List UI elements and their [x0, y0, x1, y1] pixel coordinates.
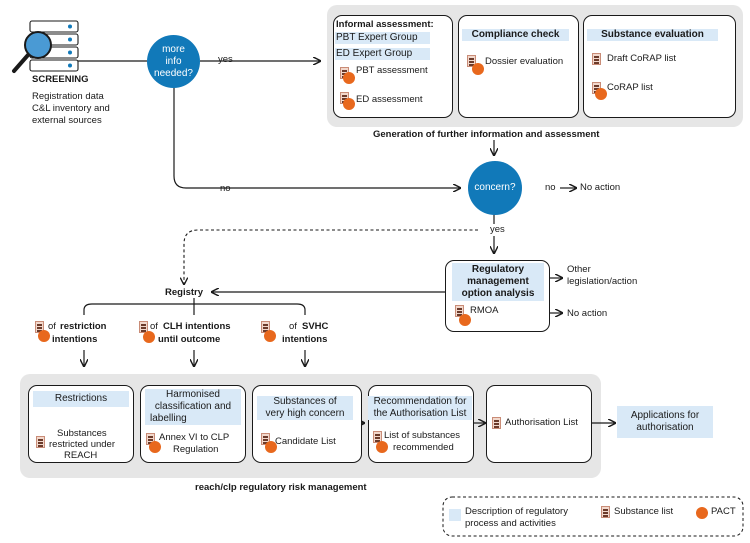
registry-3-of: of [289, 321, 297, 332]
rmoa-item: RMOA [470, 305, 499, 316]
registry-3-svhc: SVHC [302, 321, 329, 332]
svhc-title: Substances of very high concern [257, 396, 353, 420]
informal-assessment-title: Informal assessment: [336, 19, 434, 30]
decision1-line1: more [162, 43, 185, 55]
ed-expert-group-label: ED Expert Group [335, 48, 430, 60]
no-action-2: No action [567, 308, 608, 319]
decision1-line2: info [165, 55, 182, 67]
restrictions-line-2: restricted under [49, 439, 116, 450]
substance-list-icon [492, 417, 501, 429]
registry-1-of: of [48, 321, 56, 332]
substance-list-icon [467, 55, 476, 67]
harmonised-line-1: Annex VI to CLP [159, 432, 230, 443]
concern-text: concern? [474, 182, 516, 193]
other-legislation-1: Other [567, 264, 591, 275]
ed-assessment-item: ED assessment [356, 94, 423, 105]
decision1-line3: needed? [154, 67, 193, 79]
svhc-title-2: very high concern [265, 408, 345, 419]
dossier-evaluation-item: Dossier evaluation [485, 56, 564, 67]
screening-desc-1: Registration data [32, 91, 104, 102]
no-action-1: No action [580, 182, 621, 193]
legend-description-swatch [449, 509, 461, 521]
recommendation-title-2: the Authorisation List [373, 408, 467, 419]
harmonised-title-3: labelling [150, 413, 187, 424]
substance-list-icon [592, 53, 601, 65]
recommendation-line-2: recommended [393, 442, 454, 453]
authorisation-list-item: Authorisation List [505, 417, 578, 428]
registry-2-outcome: until outcome [158, 334, 221, 345]
pact-icon [143, 331, 155, 343]
screening-desc-3: external sources [32, 115, 102, 126]
applications-line-2: authorisation [636, 422, 694, 433]
edge-label-yes-1: yes [218, 54, 233, 65]
authorisation-list-box [486, 385, 592, 463]
edge-no-concern [173, 86, 460, 188]
pact-icon [472, 63, 484, 75]
screening-title: SCREENING [32, 74, 89, 85]
rmoa-title-3: option analysis [461, 288, 535, 299]
pbt-assessment-item: PBT assessment [356, 65, 428, 76]
registry-1-intentions: intentions [52, 334, 98, 345]
rmoa-title: Regulatory management option analysis [452, 263, 544, 301]
pbt-expert-group-label: PBT Expert Group [335, 32, 430, 44]
registry-1-restriction: restriction [60, 321, 107, 332]
pact-icon [595, 88, 607, 100]
harmonised-title: Harmonised classification and labelling [145, 389, 241, 425]
pact-icon [459, 314, 471, 326]
restrictions-line-3: REACH [64, 450, 98, 461]
other-legislation-2: legislation/action [567, 276, 638, 287]
applications-box: Applications for authorisation [617, 406, 713, 438]
more-info-decision: more info needed? [147, 35, 200, 88]
pact-icon [376, 441, 388, 453]
legend-pact: PACT [711, 506, 736, 517]
rmoa-title-2: management [467, 276, 529, 287]
recommendation-line-1: List of substances [384, 430, 461, 441]
rmoa-title-1: Regulatory [471, 264, 525, 275]
legend-description-2: process and activities [465, 518, 556, 529]
edge-label-yes-2: yes [488, 224, 507, 236]
pact-icon [265, 441, 277, 453]
screening-desc-2: C&L inventory and [32, 103, 110, 114]
applications-line-1: Applications for [630, 410, 700, 421]
harmonised-line-2: Regulation [173, 444, 219, 455]
candidate-list-item: Candidate List [275, 436, 336, 447]
pact-icon [343, 98, 355, 110]
registry-2-of: of [150, 321, 158, 332]
pact-icon [38, 330, 50, 342]
corap-list-item: CoRAP list [607, 82, 653, 93]
recommendation-title-1: Recommendation for [373, 396, 467, 407]
registry-3-intentions: intentions [282, 334, 328, 345]
pact-icon [264, 330, 276, 342]
harmonised-title-1: Harmonised [166, 389, 220, 400]
edge-dashed-registry [184, 229, 478, 284]
edge-label-no-1: no [220, 183, 231, 194]
draft-corap-list-item: Draft CoRAP list [607, 53, 676, 64]
restrictions-title: Restrictions [33, 391, 129, 407]
server-magnifier-icon [6, 15, 80, 77]
svhc-title-1: Substances of [273, 396, 337, 407]
substance-evaluation-title: Substance evaluation [587, 29, 718, 41]
concern-decision: concern? [468, 161, 522, 215]
pact-icon [343, 72, 355, 84]
assessment-caption: Generation of further information and as… [373, 129, 600, 140]
recommendation-title: Recommendation for the Authorisation Lis… [368, 396, 472, 420]
registry-2-clh: CLH intentions [163, 321, 231, 332]
restrictions-line-1: Substances [57, 428, 107, 439]
compliance-check-title: Compliance check [462, 29, 569, 41]
harmonised-title-2: classification and [154, 401, 232, 412]
substance-list-icon [36, 436, 45, 448]
legend-description-1: Description of regulatory [465, 506, 568, 517]
edge-label-no-2: no [545, 182, 556, 193]
substance-list-icon [601, 506, 610, 518]
registry-title: Registry [165, 287, 204, 298]
legend-substance-list: Substance list [614, 506, 674, 517]
pact-icon [696, 507, 708, 519]
pact-icon [149, 441, 161, 453]
risk-management-caption: reach/clp regulatory risk management [195, 482, 367, 493]
